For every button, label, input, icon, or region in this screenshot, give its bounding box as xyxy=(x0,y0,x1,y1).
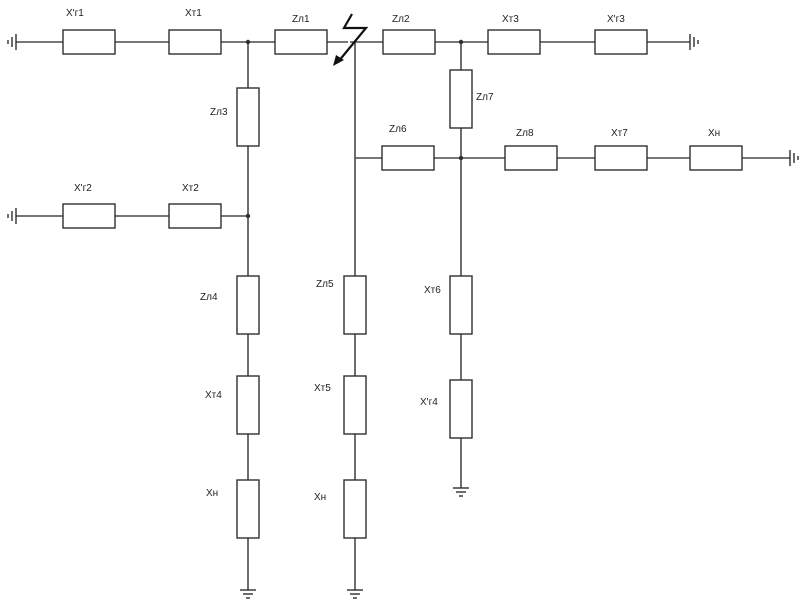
label-zl8: Zл8 xyxy=(516,128,534,139)
labels: X'г1 Xт1 Zл1 Zл2 Xт3 X'г3 Zл3 Zл7 Zл6 Zл… xyxy=(66,8,720,503)
resistor-xn-right xyxy=(689,145,743,171)
junction-node xyxy=(458,39,464,45)
resistor-xg3 xyxy=(594,29,648,55)
resistor-zl6 xyxy=(381,145,435,171)
junction-node xyxy=(245,213,251,219)
ground-left-column-icon xyxy=(240,589,256,599)
resistor-xg2 xyxy=(62,203,116,229)
resistor-zl1 xyxy=(274,29,328,55)
ground-left-gen2-icon xyxy=(7,208,17,224)
junction-nodes xyxy=(245,39,464,219)
impedances xyxy=(62,29,743,539)
label-zl2: Zл2 xyxy=(392,14,410,25)
resistor-xt7 xyxy=(594,145,648,171)
grounds xyxy=(7,34,799,599)
label-xg1: X'г1 xyxy=(66,8,84,19)
ground-right-top-icon xyxy=(689,34,699,50)
label-zl4: Zл4 xyxy=(200,292,218,303)
junction-node xyxy=(458,155,464,161)
short-circuit-fault-icon xyxy=(333,13,369,66)
resistor-zl7 xyxy=(449,69,473,129)
label-xg4: X'г4 xyxy=(420,397,438,408)
resistor-xt3 xyxy=(487,29,541,55)
ground-right-column-icon xyxy=(453,487,469,497)
label-xn-mid: Xн xyxy=(314,492,326,503)
resistor-xn-left xyxy=(236,479,260,539)
resistor-zl4 xyxy=(236,275,260,335)
label-zl5: Zл5 xyxy=(316,279,334,290)
label-zl3: Zл3 xyxy=(210,107,228,118)
label-xg3: X'г3 xyxy=(607,14,625,25)
resistor-xt5 xyxy=(343,375,367,435)
resistor-xn-mid xyxy=(343,479,367,539)
label-xn-left: Xн xyxy=(206,488,218,499)
label-xt6: Xт6 xyxy=(424,285,441,296)
ground-left-top-icon xyxy=(7,34,17,50)
label-xt4: Xт4 xyxy=(205,390,222,401)
resistor-xt1 xyxy=(168,29,222,55)
resistor-xt4 xyxy=(236,375,260,435)
label-xt2: Xт2 xyxy=(182,183,199,194)
resistor-xt2 xyxy=(168,203,222,229)
resistor-zl5 xyxy=(343,275,367,335)
resistor-zl8 xyxy=(504,145,558,171)
label-xt1: Xт1 xyxy=(185,8,202,19)
label-zl1: Zл1 xyxy=(292,14,310,25)
resistor-xg1 xyxy=(62,29,116,55)
resistor-xt6 xyxy=(449,275,473,335)
resistor-xg4 xyxy=(449,379,473,439)
resistor-zl2 xyxy=(382,29,436,55)
label-xn-right: Xн xyxy=(708,128,720,139)
label-zl6: Zл6 xyxy=(389,124,407,135)
label-xg2: X'г2 xyxy=(74,183,92,194)
junction-node xyxy=(245,39,251,45)
ground-center-column-icon xyxy=(347,589,363,599)
label-xt7: Xт7 xyxy=(611,128,628,139)
resistor-zl3 xyxy=(236,87,260,147)
label-zl7: Zл7 xyxy=(476,92,494,103)
label-xt3: Xт3 xyxy=(502,14,519,25)
ground-right-middle-icon xyxy=(789,150,799,166)
label-xt5: Xт5 xyxy=(314,383,331,394)
